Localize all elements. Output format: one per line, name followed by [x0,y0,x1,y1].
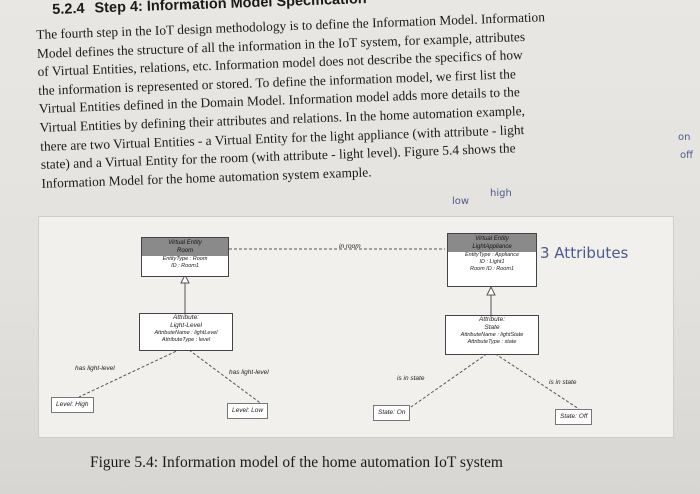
edge-has-light-level-high: has light-level [75,365,115,372]
attribute-light-level-box: Attribute: Light-Level AttributeName : l… [139,313,233,351]
figure-connectors [78,248,580,410]
section-number: 5.2.4 [52,0,85,18]
entity-light-header: Virtual Entity LightAppliance [448,234,536,252]
handwritten-off-note: off [680,150,694,161]
entity-room-header: Virtual Entity Room [142,238,228,256]
information-model-figure: Virtual Entity Room EntityType : Room ID… [38,216,674,438]
body-paragraph: The fourth step in the IoT design method… [36,4,681,194]
handwritten-low-note: low [452,196,470,207]
entity-light-box: Virtual Entity LightAppliance EntityType… [447,233,537,287]
entity-room-type: EntityType : Room [162,256,208,262]
entity-room-box: Virtual Entity Room EntityType : Room ID… [141,237,229,277]
attribute-state-box: Attribute: State AttributeName : lightSt… [445,315,539,355]
handwritten-on-note: on [678,132,691,143]
handwritten-attributes-note: 3 Attributes [540,244,629,262]
figure-caption: Figure 5.4: Information model of the hom… [90,454,503,471]
entity-light-room: Room ID : Room1 [469,266,514,272]
edge-is-in-state-on: is in state [397,375,425,382]
value-level-high: Level: High [51,397,94,413]
entity-room-id: ID : Room1 [171,263,199,269]
relation-in-room-label: in room [339,243,361,250]
value-level-low: Level: Low [227,403,269,419]
value-state-off: State: Off [555,409,593,425]
section-title: Step 4: Information Model Specification [94,0,367,17]
handwritten-high-note: high [490,188,512,199]
edge-is-in-state-off: is in state [549,379,577,386]
edge-has-light-level-low: has light-level [229,369,269,376]
entity-light-type: EntityType : Appliance [464,252,520,258]
entity-light-id: ID : Light1 [479,259,505,265]
value-state-on: State: On [373,405,411,421]
